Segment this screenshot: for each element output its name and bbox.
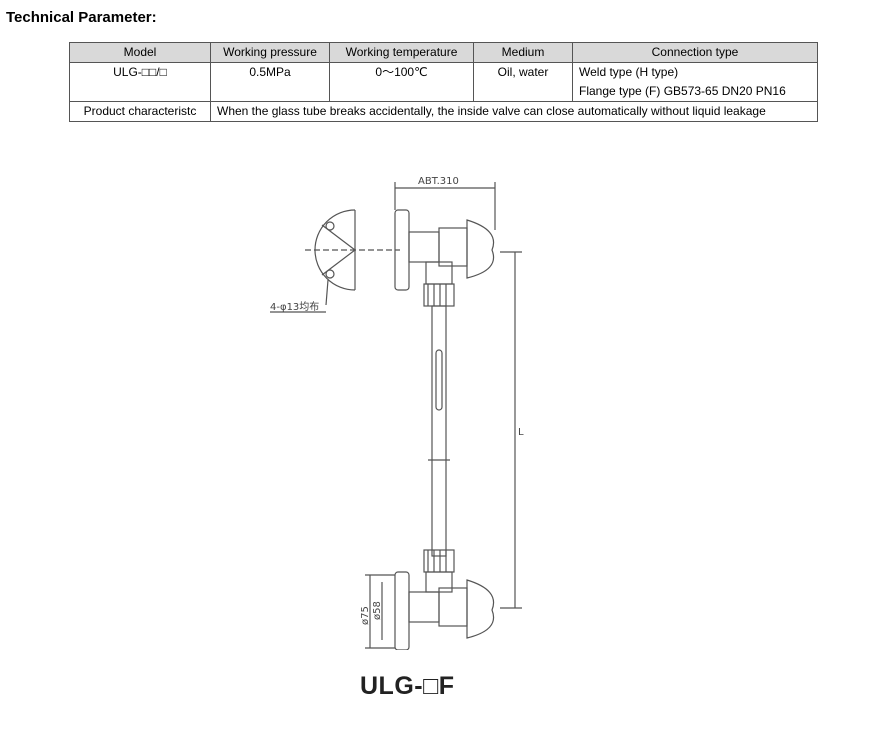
bolt-hole-2 [325,269,335,279]
header-connection: Connection type [572,42,818,63]
bottom-valve-body [438,587,468,627]
bottom-valve-knob [466,579,495,639]
top-elbow [408,231,440,263]
spec-table: Model Working pressure Working temperatu… [69,42,818,122]
bolt-hole-1 [325,221,335,231]
top-valve-knob [466,219,495,279]
cell-medium: Oil, water [473,62,573,102]
cell-model: ULG-□□/□ [69,62,211,102]
header-temperature: Working temperature [329,42,474,63]
bottom-elbow [408,591,440,623]
hole-leader [325,279,329,306]
dim-holes-label: 4-φ13均布 [270,301,319,313]
tube-window [435,349,443,411]
top-valve-body [438,227,468,267]
dim-length-label: L [518,427,524,438]
table-header-row: Model Working pressure Working temperatu… [69,42,818,63]
table-row: ULG-□□/□ 0.5MPa 0～100℃ Oil, water Weld t… [69,62,818,102]
cell-temperature: 0～100℃ [329,62,474,102]
section-heading: Technical Parameter: [6,9,157,26]
bottom-flange [394,571,410,650]
dim-d2-label: ø58 [372,601,383,620]
connection-line-1: Weld type (H type) [579,65,679,79]
dim-top-label: ABT.310 [418,176,459,187]
cell-connection: Weld type (H type) Flange type (F) GB573… [572,62,818,102]
cell-characteristic-label: Product characteristc [69,101,211,122]
dim-d1-label: ø75 [360,606,371,625]
header-model: Model [69,42,211,63]
table-row: Product characteristc When the glass tub… [69,101,818,122]
cell-pressure: 0.5MPa [210,62,330,102]
cell-characteristic-text: When the glass tube breaks accidentally,… [210,101,818,122]
header-medium: Medium [473,42,573,63]
glass-tube [431,305,447,557]
header-pressure: Working pressure [210,42,330,63]
level-gauge-drawing: ABT.310 4-φ13均布 L ø75 ø58 [270,176,524,650]
drawing-caption: ULG-□F [360,672,455,700]
connection-line-2: Flange type (F) GB573-65 DN20 PN16 [579,84,786,98]
